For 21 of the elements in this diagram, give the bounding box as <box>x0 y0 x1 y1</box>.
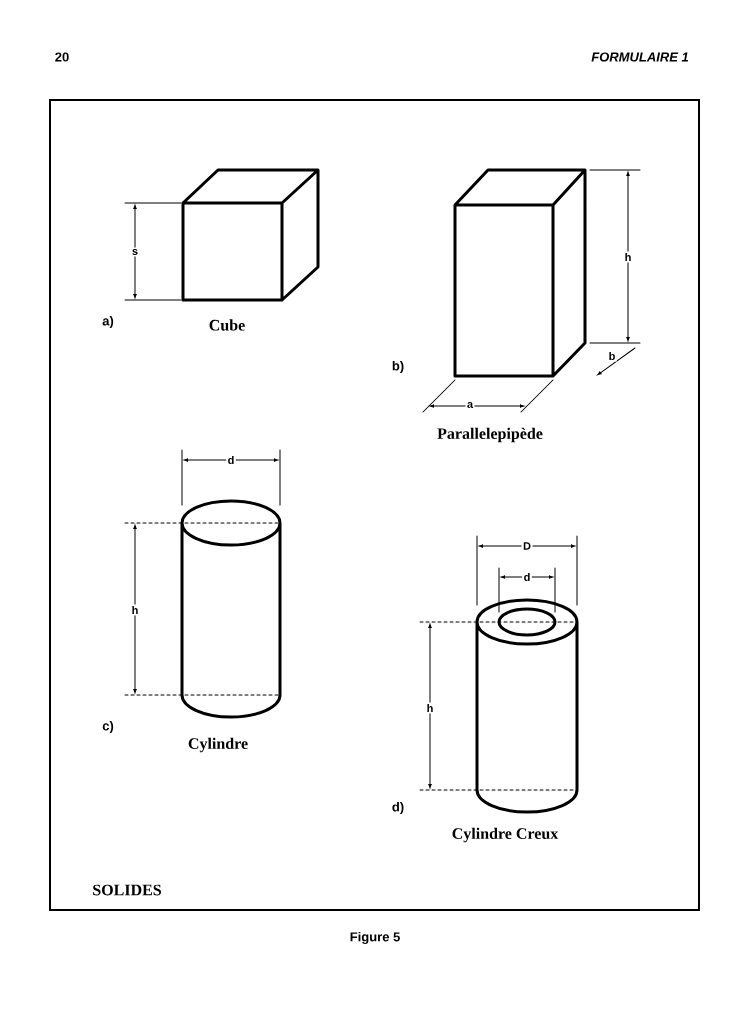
solid-name: Cube <box>209 319 245 331</box>
running-header: FORMULAIRE 1 <box>591 52 689 62</box>
page-number: 20 <box>55 52 69 62</box>
dimension-label: h <box>425 702 435 714</box>
part-letter: c) <box>102 720 114 734</box>
figure-heading: SOLIDES <box>93 884 161 896</box>
dimension-label: d <box>522 571 532 583</box>
dimension-label: h <box>130 604 140 616</box>
dimension-label: d <box>226 454 236 466</box>
figure-caption: Figure 5 <box>350 931 400 945</box>
part-letter: a) <box>102 315 114 329</box>
solid-name: Parallelepipède <box>437 427 543 443</box>
dimension-label: a <box>465 400 475 410</box>
solid-name: Cylindre Creux <box>452 827 559 843</box>
dimension-label: D <box>521 540 533 552</box>
dimension-label: h <box>623 251 633 263</box>
dimension-label: b <box>607 350 617 362</box>
part-letter: b) <box>392 360 404 374</box>
dimension-label: s <box>130 247 140 257</box>
solid-name: Cylindre <box>188 737 248 753</box>
part-letter: d) <box>392 801 404 815</box>
